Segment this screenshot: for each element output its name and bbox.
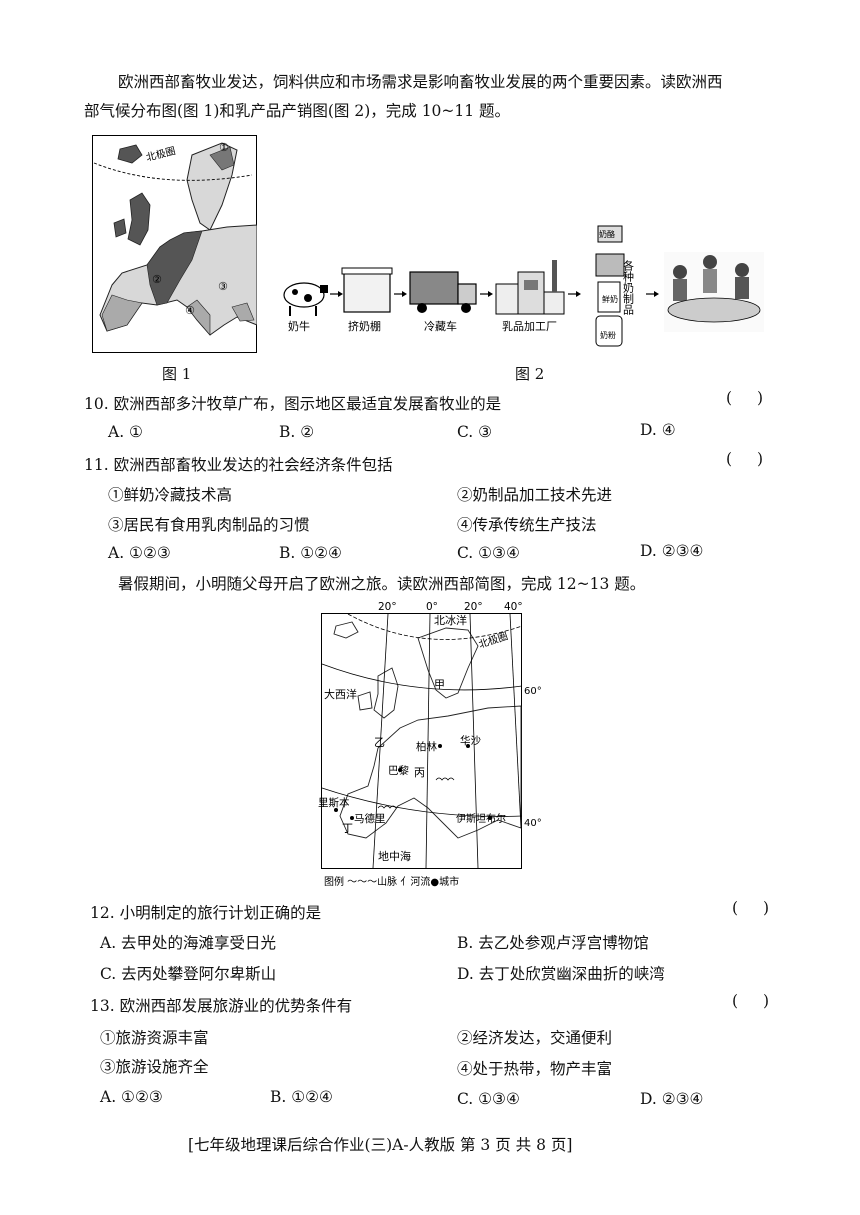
- question-10-answer-parens: ( ): [726, 389, 774, 407]
- q11-option-c: C. ①③④: [457, 544, 520, 562]
- q13-option-d: D. ②③④: [640, 1090, 704, 1108]
- map-legend: 图例 ～～～山脉 ⺅河流●城市: [324, 875, 459, 888]
- map-city-lisbon: 里斯本: [318, 796, 350, 809]
- refrigerated-truck-icon: [409, 271, 477, 313]
- map-lat-40: 40°: [524, 818, 542, 829]
- question-11: 11. 欧洲西部畜牧业发达的社会经济条件包括: [84, 456, 393, 474]
- q12-option-a: A. 去甲处的海滩享受日光: [100, 934, 277, 952]
- dairy-factory-icon: [495, 260, 565, 315]
- q10-option-d: D. ④: [640, 421, 676, 439]
- q11-item-2: ②奶制品加工技术先进: [457, 486, 613, 504]
- map-mark-bing: 丙: [414, 766, 425, 779]
- question-12: 12. 小明制定的旅行计划正确的是: [90, 904, 322, 922]
- map-city-madrid: 马德里: [354, 812, 386, 825]
- intro-line-1: 欧洲西部畜牧业发达，饲料供应和市场需求是影响畜牧业发展的两个重要因素。读欧洲西: [118, 73, 723, 91]
- map-lon-20e: 20°: [464, 601, 483, 613]
- milk-powder-label: 奶粉: [600, 330, 616, 340]
- fig1-mark-3: ③: [218, 280, 228, 293]
- q13-item-3: ③旅游设施齐全: [100, 1058, 209, 1076]
- q11-option-b: B. ①②④: [279, 544, 342, 562]
- q11-option-a: A. ①②③: [108, 544, 171, 562]
- intro-2: 暑假期间，小明随父母开启了欧洲之旅。读欧洲西部简图，完成 12~13 题。: [118, 575, 646, 593]
- question-13: 13. 欧洲西部发展旅游业的优势条件有: [90, 997, 353, 1015]
- q13-option-b: B. ①②④: [270, 1088, 333, 1106]
- map-city-berlin: 柏林: [416, 740, 437, 753]
- question-13-answer-parens: ( ): [732, 992, 780, 1010]
- map-mark-yi: 乙: [374, 736, 385, 749]
- figure-1-climate-map: 北极圈 ① ② ③ ④: [92, 135, 258, 353]
- figure-2-dairy-chain: 奶牛 挤奶棚 冷藏车 乳品加工厂: [280, 222, 770, 357]
- map-city-warsaw: 华沙: [460, 734, 481, 747]
- q11-item-4: ④传承传统生产技法: [457, 516, 597, 534]
- products-label: 各种奶制品: [622, 259, 635, 315]
- q11-item-1: ①鲜奶冷藏技术高: [108, 486, 233, 504]
- q12-option-d: D. 去丁处欣赏幽深曲折的峡湾: [457, 965, 665, 983]
- truck-label: 冷藏车: [424, 319, 457, 333]
- fig1-mark-4: ④: [185, 304, 195, 317]
- western-europe-map: 20° 0° 20° 40° 北冰洋 北极圈 60° 40° 大西洋 甲 乙 丙…: [318, 598, 548, 890]
- question-12-answer-parens: ( ): [732, 899, 780, 917]
- question-11-answer-parens: ( ): [726, 450, 774, 468]
- map-mark-ding: 丁: [342, 822, 353, 835]
- map-lon-20w: 20°: [378, 601, 397, 613]
- map-city-istanbul: 伊斯坦布尔: [456, 812, 506, 825]
- intro-line-2: 部气候分布图(图 1)和乳产品产销图(图 2)，完成 10~11 题。: [84, 102, 511, 120]
- question-10: 10. 欧洲西部多汁牧草广布，图示地区最适宜发展畜牧业的是: [84, 395, 502, 413]
- q11-item-3: ③居民有食用乳肉制品的习惯: [108, 516, 310, 534]
- figure-2-caption: 图 2: [515, 365, 545, 383]
- map-arctic-ocean: 北冰洋: [434, 613, 467, 627]
- fig1-mark-1: ①: [219, 141, 229, 154]
- map-lon-0: 0°: [426, 601, 438, 613]
- page-footer: [七年级地理课后综合作业(三)A-人教版 第 3 页 共 8 页]: [188, 1136, 573, 1154]
- map-atlantic: 大西洋: [324, 687, 357, 701]
- fresh-milk-label: 鲜奶: [602, 294, 618, 304]
- map-city-paris: 巴黎: [388, 764, 409, 777]
- dairy-products-icon: [595, 225, 625, 347]
- q12-option-c: C. 去丙处攀登阿尔卑斯山: [100, 965, 277, 983]
- figure-1-caption: 图 1: [162, 365, 192, 383]
- q11-option-d: D. ②③④: [640, 542, 704, 560]
- cow-label: 奶牛: [288, 319, 310, 333]
- q13-option-c: C. ①③④: [457, 1090, 520, 1108]
- factory-label: 乳品加工厂: [502, 320, 557, 333]
- q13-item-1: ①旅游资源丰富: [100, 1029, 209, 1047]
- q13-item-4: ④处于热带，物产丰富: [457, 1060, 613, 1078]
- cow-icon: [283, 282, 328, 316]
- map-lon-40e: 40°: [504, 601, 523, 613]
- milking-shed-icon: [341, 267, 393, 313]
- q13-option-a: A. ①②③: [100, 1088, 163, 1106]
- q12-option-b: B. 去乙处参观卢浮宫博物馆: [457, 934, 649, 952]
- milking-shed-label: 挤奶棚: [348, 319, 381, 333]
- q10-option-c: C. ③: [457, 423, 493, 441]
- q10-option-a: A. ①: [108, 423, 143, 441]
- q13-item-2: ②经济发达，交通便利: [457, 1029, 613, 1047]
- fig1-mark-2: ②: [152, 273, 162, 286]
- q10-option-b: B. ②: [279, 423, 315, 441]
- map-lat-60: 60°: [524, 686, 542, 697]
- map-mediterranean: 地中海: [378, 849, 411, 863]
- map-mark-jia: 甲: [434, 678, 445, 691]
- cheese-label: 奶酪: [599, 229, 615, 239]
- people-dining-icon: [664, 252, 764, 332]
